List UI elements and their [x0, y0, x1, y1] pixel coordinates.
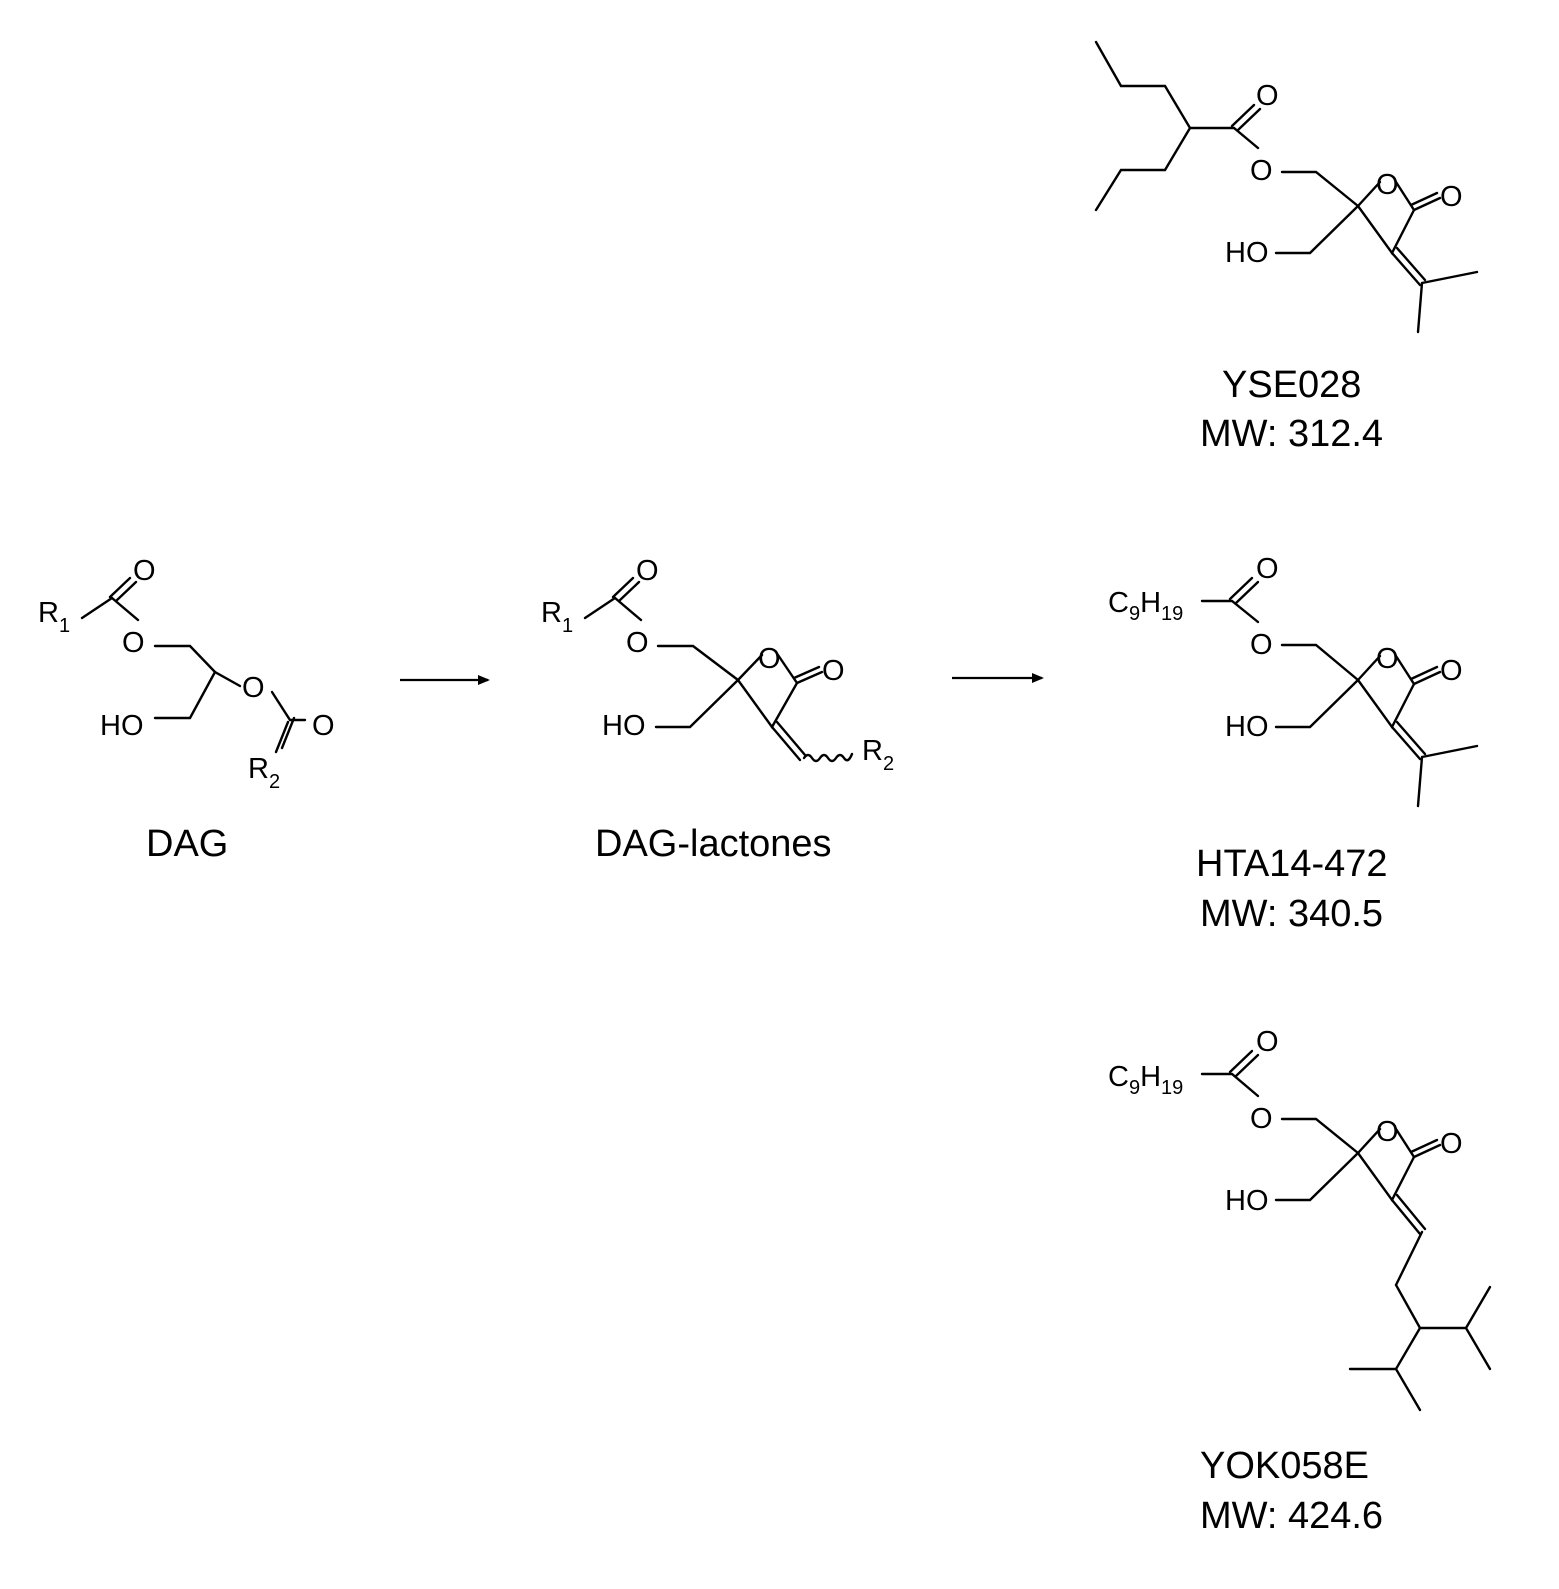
hta14-472-mw: MW: 340.5 — [1200, 893, 1383, 935]
atom-ho: HO — [602, 710, 646, 742]
atom-o-ester: O — [1250, 155, 1273, 187]
dag-lactone-structure: R1 O O O O HO R2 — [541, 555, 894, 775]
atom-o-lactone: O — [1440, 181, 1463, 213]
atom-o-ester: O — [626, 627, 649, 659]
atom-o-ring: O — [1376, 643, 1399, 675]
hta14-472-name: HTA14-472 — [1196, 843, 1388, 885]
yok058e-structure: C9H19 O O O O HO — [1108, 1026, 1492, 1412]
dag-structure: R1 O O O O HO R2 — [38, 555, 335, 793]
atom-r2: R2 — [862, 735, 894, 775]
yse028-name: YSE028 — [1222, 364, 1361, 406]
hta14-472-structure: C9H19 O O O O HO — [1108, 553, 1479, 808]
atom-r1: R1 — [541, 597, 573, 637]
atom-ho: HO — [1225, 237, 1269, 269]
atom-ho: HO — [100, 710, 144, 742]
dag-label: DAG — [146, 823, 228, 865]
atom-ho: HO — [1225, 711, 1269, 743]
yok058e-name: YOK058E — [1200, 1445, 1369, 1487]
atom-c9h19: C9H19 — [1108, 1061, 1183, 1099]
dag-lactones-label: DAG-lactones — [595, 823, 832, 865]
atom-o-lactone: O — [1440, 1128, 1463, 1160]
yse028-structure: O O O O HO — [1094, 40, 1479, 334]
yse028-mw: MW: 312.4 — [1200, 413, 1383, 455]
atom-r1: R1 — [38, 597, 70, 637]
atom-o-ester: O — [1250, 629, 1273, 661]
yok058e-mw: MW: 424.6 — [1200, 1495, 1383, 1537]
atom-o-carbonyl: O — [1256, 1026, 1279, 1058]
atom-o-lactone: O — [822, 655, 845, 687]
atom-o-carbonyl-2: O — [312, 710, 335, 742]
atom-o-carbonyl: O — [1256, 80, 1279, 112]
atom-o-carbonyl: O — [133, 555, 156, 587]
atom-o-carbonyl: O — [636, 555, 659, 587]
atom-c9h19: C9H19 — [1108, 587, 1183, 625]
atom-ho: HO — [1225, 1185, 1269, 1217]
atom-r2: R2 — [248, 753, 280, 793]
atom-o-ester: O — [1250, 1103, 1273, 1135]
atom-o-ester: O — [122, 627, 145, 659]
atom-o-ester-2: O — [242, 672, 265, 704]
atom-o-ring: O — [1376, 169, 1399, 201]
atom-o-lactone: O — [1440, 655, 1463, 687]
atom-o-carbonyl: O — [1256, 553, 1279, 585]
atom-o-ring: O — [758, 643, 781, 675]
atom-o-ring: O — [1376, 1116, 1399, 1148]
